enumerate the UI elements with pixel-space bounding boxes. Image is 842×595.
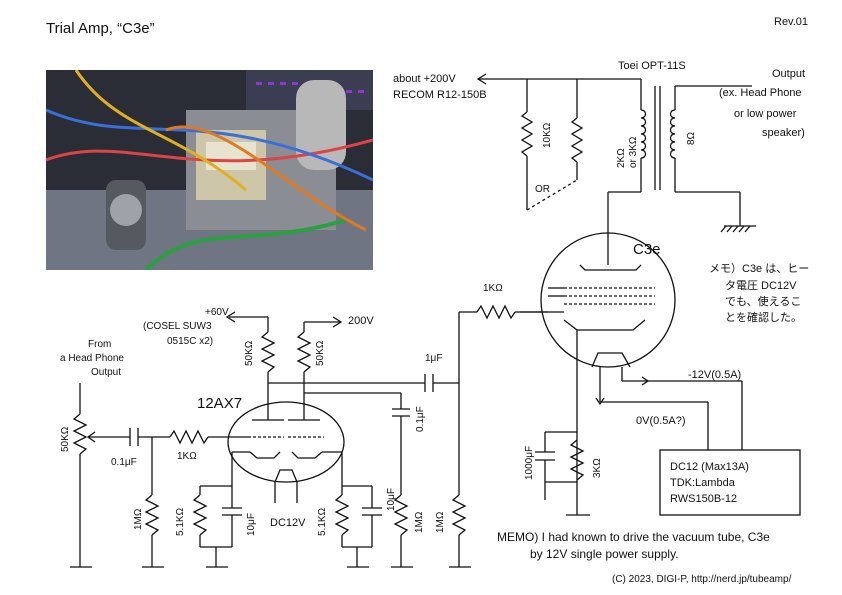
c-1uf-label: 1μF xyxy=(425,353,443,364)
neg12-label: -12V(0.5A) xyxy=(688,369,742,381)
r-1m-a-label: 1MΩ xyxy=(133,508,144,530)
memo-jp-line-3: でも、使えるこ xyxy=(725,296,802,308)
page-title: Trial Amp, “C3e” xyxy=(46,20,155,37)
v200-label: 200V xyxy=(348,315,374,327)
copyright-label: (C) 2023, DIGI-P, http://nerd.jp/tubeamp… xyxy=(612,574,792,585)
memo-en-line-1: MEMO) I had known to drive the vacuum tu… xyxy=(497,530,770,544)
amplifier-photo xyxy=(46,70,373,270)
amplifier-photo-icon xyxy=(46,70,373,270)
psu-line-1: DC12 (Max13A) xyxy=(670,461,749,473)
input-label-3: Output xyxy=(91,367,122,378)
r-51k-a-label: 5.1KΩ xyxy=(175,507,186,536)
12ax7-tube-label: 12AX7 xyxy=(197,395,243,412)
c-10uf-a-label: 10μF xyxy=(246,513,257,536)
c-10uf-b-label: 10μF xyxy=(386,488,397,511)
c-1000uf-label: 1000μF xyxy=(524,445,535,480)
pot-50k-label: 50KΩ xyxy=(60,426,71,452)
output-label-4: speaker) xyxy=(762,127,805,139)
memo-en-line-2: by 12V single power supply. xyxy=(530,547,679,561)
revision-label: Rev.01 xyxy=(774,16,809,28)
r-1k-input-label: 1KΩ xyxy=(177,451,197,462)
v60-label: +60V xyxy=(205,307,229,318)
r-3k-label: 3KΩ xyxy=(592,458,603,478)
input-label-1: From xyxy=(88,339,112,350)
r-1k-grid-label: 1KΩ xyxy=(483,283,503,294)
r-1m-b-label: 1MΩ xyxy=(414,511,425,533)
memo-jp-line-4: とを確認した。 xyxy=(725,312,802,324)
output-label-3: or low power xyxy=(734,108,797,120)
r-50k-b-label: 50KΩ xyxy=(315,340,326,366)
primary-alt-impedance-label: or 3KΩ xyxy=(628,136,639,168)
output-transformer xyxy=(640,85,756,233)
or-label: OR xyxy=(535,184,550,195)
12ax7-tube xyxy=(227,401,345,503)
heater-label: DC12V xyxy=(270,517,306,529)
b-plus-rail xyxy=(476,73,642,211)
memo-jp-line-1: メモ）C3e は、ヒー xyxy=(709,263,810,275)
output-label-2: (ex. Head Phone xyxy=(719,87,802,99)
psu-line-2: TDK:Lambda xyxy=(670,477,735,489)
b-plus-module-label: RECOM R12-150B xyxy=(393,89,487,101)
zero-volt-label: 0V(0.5A?) xyxy=(636,415,686,427)
psu-line-3: RWS150B-12 xyxy=(670,493,738,505)
r-50k-a-label: 50KΩ xyxy=(244,340,255,366)
b-plus-voltage-label: about +200V xyxy=(393,73,456,85)
r-10k-label: 10KΩ xyxy=(542,122,553,148)
transformer-name-label: Toei OPT-11S xyxy=(618,60,686,72)
primary-impedance-label: 2KΩ xyxy=(616,148,627,168)
r-51k-b-label: 5.1KΩ xyxy=(317,507,328,536)
r-1m-c-label: 1MΩ xyxy=(435,511,446,533)
secondary-impedance-label: 8Ω xyxy=(686,131,697,145)
c-01uf-a-label: 0.1μF xyxy=(415,406,426,432)
input-label-2: a Head Phone xyxy=(60,353,124,364)
c3e-tube-label: C3e xyxy=(633,241,661,258)
v60-module-label-2: 0515C x2) xyxy=(167,336,214,347)
v60-module-label-1: (COSEL SUW3 xyxy=(143,321,212,332)
ground-symbols xyxy=(70,482,590,568)
output-label-1: Output xyxy=(772,68,806,80)
c-01uf-input-label: 0.1μF xyxy=(111,457,137,468)
psu-box xyxy=(659,449,801,516)
memo-jp-line-2: タ電圧 DC12V xyxy=(725,280,797,292)
